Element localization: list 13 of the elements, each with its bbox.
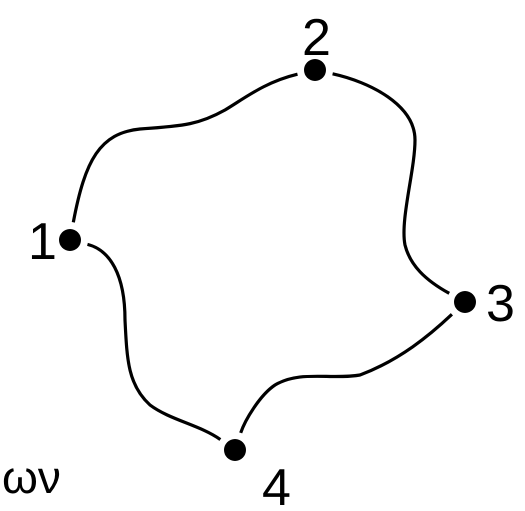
vertex-dot [59, 229, 81, 251]
vertex-number: 3 [486, 278, 515, 330]
note-text: ων [2, 452, 61, 502]
vertex-number: 1 [28, 216, 57, 268]
vertex-number: 4 [262, 462, 291, 511]
vertex-number: 2 [302, 12, 331, 64]
wavy-line [72, 72, 298, 223]
wavy-line [332, 72, 450, 295]
wavy-line [86, 242, 222, 441]
vertex-dot [224, 439, 246, 461]
vertex-dot [454, 291, 476, 313]
wavy-line [239, 313, 453, 434]
vertex-dot [304, 59, 326, 81]
